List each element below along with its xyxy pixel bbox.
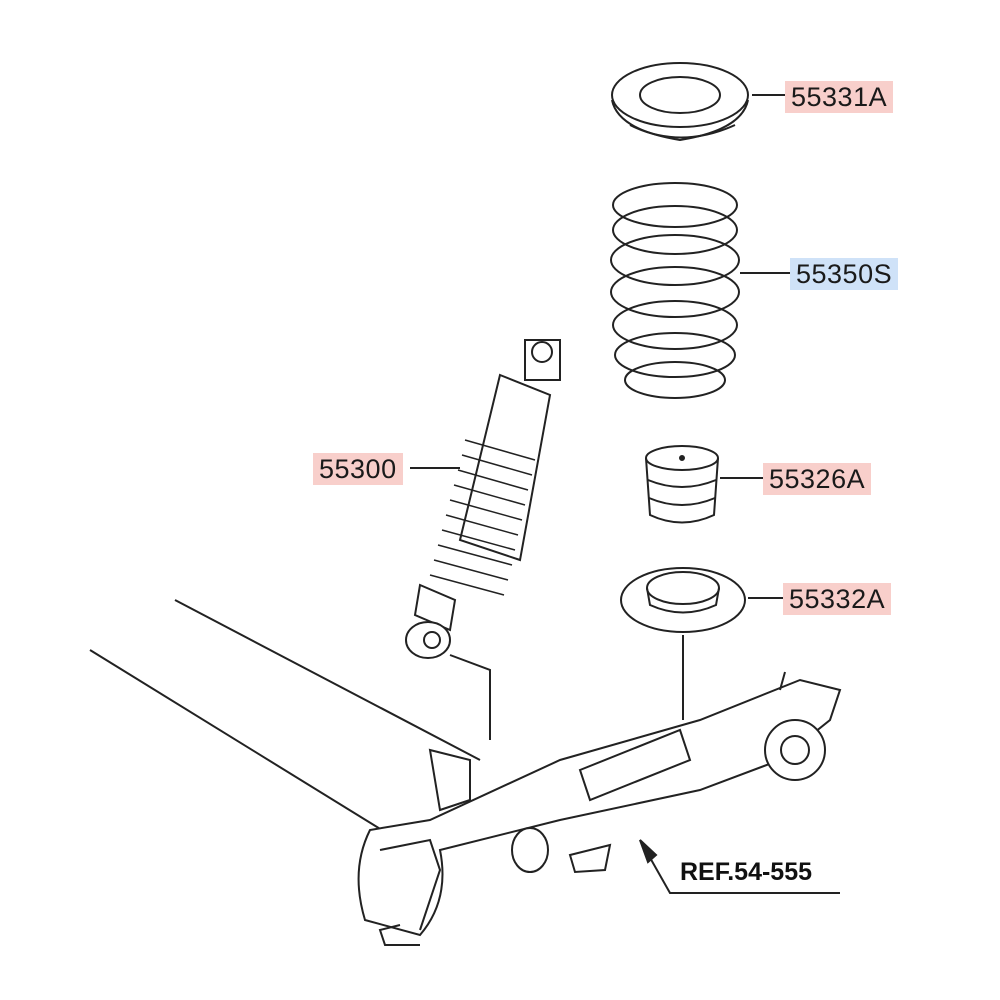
lower-spring-seat — [620, 567, 783, 720]
shock-absorber — [405, 339, 561, 740]
part-label-55331A[interactable]: 55331A — [785, 81, 894, 113]
part-label-55300[interactable]: 55300 — [313, 453, 403, 485]
part-label-55350S[interactable]: 55350S — [790, 258, 899, 290]
reference-label[interactable]: REF.54-555 — [680, 858, 813, 886]
part-label-55326A[interactable]: 55326A — [763, 463, 872, 495]
part-label-55332A[interactable]: 55332A — [783, 583, 892, 615]
upper-spring-seat — [611, 62, 785, 142]
torsion-beam-axle — [89, 599, 842, 946]
bump-stopper — [645, 445, 765, 524]
coil-spring — [610, 182, 790, 399]
